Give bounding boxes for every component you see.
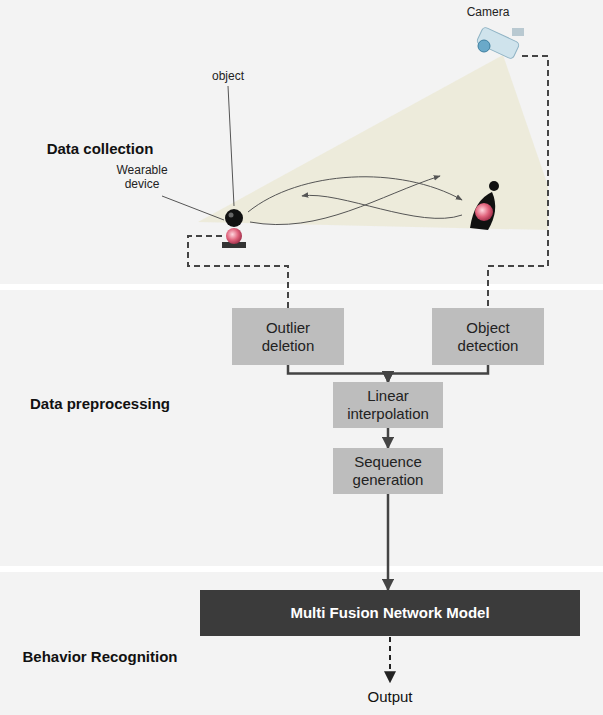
flow-arrow [387, 494, 390, 590]
band-ground [0, 572, 603, 715]
leader-line [228, 86, 234, 206]
box-text: Sequence generation [339, 453, 437, 489]
stage-band: Data preprocessing Outlier deletion Object… [0, 290, 603, 566]
motion-arrow [248, 177, 462, 212]
motion-arrow [250, 176, 440, 225]
part-label: Camera [458, 6, 518, 20]
flow-arrow [288, 365, 388, 382]
data-wire [488, 56, 548, 308]
stage-heading: Behavior Recognition [0, 648, 200, 665]
process-box: Outlier deletion [232, 308, 344, 365]
camera-view [198, 55, 548, 230]
motion-arrow [302, 195, 462, 218]
stage-heading: Data collection [0, 140, 200, 157]
output-arrow [389, 637, 391, 682]
process-box: Object detection [432, 308, 544, 365]
leader-line [162, 196, 224, 220]
moving-object [470, 181, 499, 230]
wearable-device [222, 209, 246, 248]
box-text: Object detection [438, 319, 538, 355]
model-box: Multi Fusion Network Model [200, 590, 580, 636]
box-text: Multi Fusion Network Model [290, 604, 489, 622]
process-box: Sequence generation [333, 448, 443, 494]
stage-heading: Data preprocessing [0, 395, 200, 412]
band-ground [0, 0, 603, 284]
flow-arrow [388, 365, 488, 382]
process-box: Linear interpolation [333, 382, 443, 428]
stage-band: Behavior Recognition Multi Fusion Network… [0, 572, 603, 715]
box-text: Outlier deletion [238, 319, 338, 355]
data-wire [188, 236, 288, 308]
flow-arrow [387, 428, 390, 448]
stage-band: Data collection [0, 0, 603, 284]
camera-symbol [476, 26, 524, 59]
band-ground [0, 290, 603, 566]
part-label: object [198, 70, 258, 84]
part-label: Wearable device [110, 164, 174, 192]
box-text: Linear interpolation [339, 387, 437, 423]
output-label: Output [350, 688, 430, 705]
